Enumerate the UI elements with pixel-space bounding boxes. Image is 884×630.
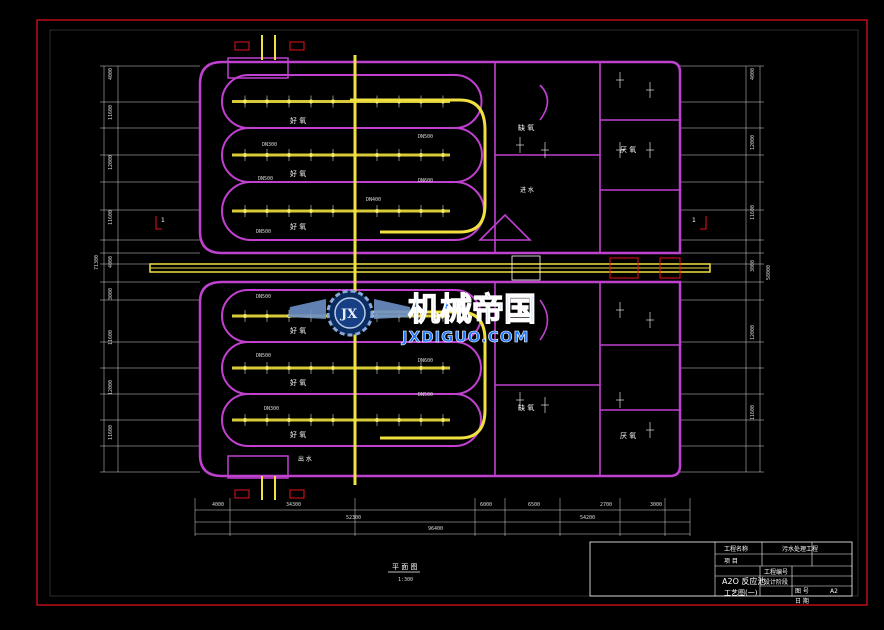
section-marker-left: 1	[155, 216, 165, 230]
pipe-label-4: DN500	[258, 176, 273, 182]
dim-left-seg-5: 4000	[108, 256, 114, 268]
dim-bottom-seg-6: 3000	[650, 502, 662, 508]
zone-label-aerobic-6: 好 氧	[290, 430, 306, 439]
watermark-logo-letters: JX	[340, 307, 358, 322]
title-block-row-stage: 设计阶段	[764, 578, 788, 586]
plan-scale: 1:300	[398, 577, 413, 583]
zone-label-aerobic-4: 好 氧	[290, 326, 306, 335]
dim-right-seg-1: 4000	[750, 68, 756, 80]
dim-left-seg-2: 11600	[108, 105, 114, 120]
distribution-well	[609, 257, 639, 279]
pipe-label-9: DN600	[418, 358, 433, 364]
tank-structure	[198, 41, 682, 499]
plan-title: 平 面 图	[392, 563, 417, 571]
pipe-label-2: DN300	[262, 142, 277, 148]
valve-box-1	[234, 41, 250, 51]
dim-left-seg-8: 12000	[108, 380, 114, 395]
title-block-number-label: 图 号	[795, 588, 809, 595]
tank-lane-bottom-3	[221, 393, 482, 447]
dim-right-seg-4: 3000	[750, 260, 756, 272]
right-curve-1	[539, 84, 549, 121]
pipe-label-1: DN500	[418, 134, 433, 140]
dim-bottom-seg-2: 34300	[286, 502, 301, 508]
pipe-label-5: DN400	[366, 197, 381, 203]
watermark-en: JXDIGUO.COM	[401, 328, 529, 346]
pipe-label-7: DN500	[256, 294, 271, 300]
title-block-drawing-name-1: A2O 反应池	[722, 576, 765, 586]
dim-bottom-sub-b: 54200	[580, 515, 595, 521]
title-block-item-label: 项 目	[724, 558, 738, 565]
zone-label-outlet: 出 水	[298, 455, 312, 463]
return-pipe-bottom	[350, 310, 487, 440]
aeration-pipes	[149, 35, 711, 500]
title-block-date-label: 日 期	[795, 597, 809, 605]
dim-left-total: 71300	[94, 255, 100, 270]
valve-chamber	[511, 255, 541, 281]
dim-bottom-seg-3: 6000	[480, 502, 492, 508]
zone-label-anaerobic-bottom: 厌 氧	[620, 431, 636, 440]
return-pipe-top	[350, 98, 487, 234]
dim-bottom-seg-5: 2700	[600, 502, 612, 508]
inlet-box-bottom	[227, 455, 289, 479]
title-block-number-value: A2	[830, 588, 838, 595]
dim-bottom-seg-1: 4000	[212, 502, 224, 508]
section-marker-right: 1	[692, 216, 707, 230]
dim-right-total: 58000	[766, 265, 772, 280]
zone-label-aerobic-3: 好 氧	[290, 222, 306, 231]
zone-label-aerobic-5: 好 氧	[290, 378, 306, 387]
valve-box-3	[234, 489, 250, 499]
tank-lane-top-3	[221, 181, 485, 241]
watermark-cn: 机械帝国	[408, 290, 536, 328]
pipe-label-8: DN500	[256, 353, 271, 359]
pipe-label-3: DN600	[418, 178, 433, 184]
anoxic-anaerobic-zone	[478, 62, 681, 476]
outer-frame	[36, 19, 868, 606]
pipe-label-6: DN500	[256, 229, 271, 235]
dim-bottom-sub-a: 52300	[346, 515, 361, 521]
zone-label-anoxic-top: 缺 氧	[518, 123, 534, 132]
pipe-label-10: DN500	[418, 392, 433, 398]
title-block-project-label: 工程名称	[724, 545, 748, 553]
valve-box-2	[289, 41, 305, 51]
dim-bottom-total: 96400	[428, 526, 443, 532]
inlet-funnel	[478, 213, 532, 241]
tank-outline-top	[198, 60, 682, 255]
dim-left-seg-9: 11600	[108, 425, 114, 440]
dim-left-seg-6: 3000	[108, 288, 114, 300]
title-block-project-value: 污水处理工程	[782, 545, 818, 553]
zone-label-aerobic-1: 好 氧	[290, 116, 306, 125]
dim-right-seg-5: 12000	[750, 325, 756, 340]
watermark-gear-icon: JX	[288, 289, 412, 337]
dim-left-seg-1: 4000	[108, 68, 114, 80]
zone-label-anaerobic-top: 厌 氧	[620, 145, 636, 154]
svg-text:1: 1	[161, 217, 165, 224]
dim-right-seg-2: 12000	[750, 135, 756, 150]
outlet-well	[659, 257, 681, 279]
title-block-drawing-name-2: 工艺图(一)	[724, 589, 758, 597]
dim-right-seg-6: 11600	[750, 405, 756, 420]
zone-label-anoxic-bottom: 缺 氧	[518, 403, 534, 412]
svg-text:1: 1	[692, 217, 696, 224]
zone-label-aerobic-2: 好 氧	[290, 169, 306, 178]
watermark: JX 机械帝国 JXDIGUO.COM	[288, 289, 537, 346]
dim-left-seg-4: 11600	[108, 210, 114, 225]
inner-frame	[49, 29, 859, 597]
tank-outline-bottom	[198, 280, 682, 478]
dimension-lines	[100, 65, 764, 536]
inlet-box-top	[227, 57, 289, 79]
valve-box-4	[289, 489, 305, 499]
right-curve-2	[539, 299, 549, 341]
pipe-label-11: DN300	[264, 406, 279, 412]
dim-left-seg-3: 12000	[108, 155, 114, 170]
dim-right-seg-3: 11600	[750, 205, 756, 220]
zone-label-inlet: 进 水	[520, 186, 534, 194]
dim-bottom-seg-4: 6500	[528, 502, 540, 508]
title-block-row-design: 工程编号	[764, 568, 788, 576]
title-block	[589, 541, 853, 597]
dim-left-seg-7: 11600	[108, 330, 114, 345]
